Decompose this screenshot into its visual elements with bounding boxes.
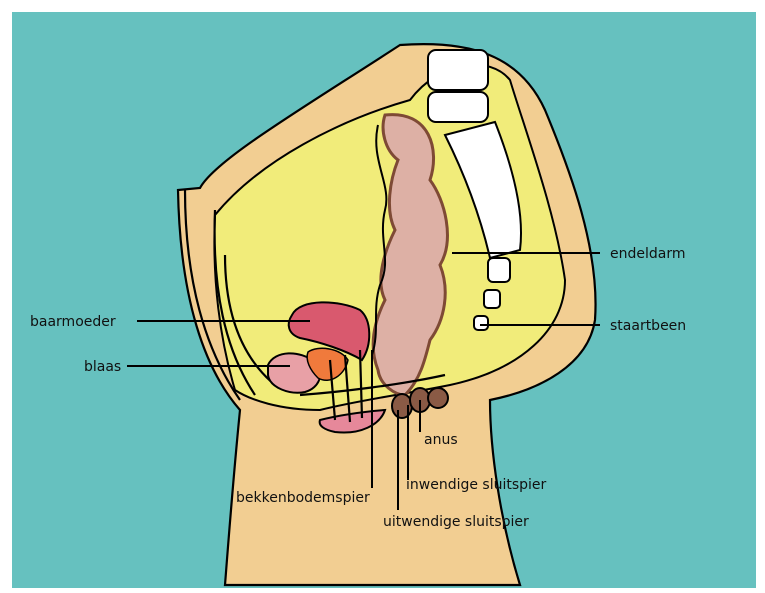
coccyx-segment-2: [484, 290, 500, 308]
label-uterus: baarmoeder: [30, 314, 116, 330]
label-internal-sphincter: inwendige sluitspier: [406, 477, 547, 493]
label-rectum: endeldarm: [610, 246, 686, 262]
label-pelvic-floor-muscle: bekkenbodemspier: [236, 490, 370, 506]
label-coccyx: staartbeen: [610, 318, 686, 334]
coccyx-segment-1: [488, 258, 510, 282]
label-anus: anus: [424, 432, 458, 448]
anus-shape: [428, 388, 448, 408]
vertebra-1: [428, 50, 488, 90]
label-bladder: blaas: [84, 359, 121, 375]
vertebra-2: [428, 92, 488, 122]
label-external-sphincter: uitwendige sluitspier: [383, 514, 529, 530]
coccyx-segment-3: [474, 316, 488, 330]
